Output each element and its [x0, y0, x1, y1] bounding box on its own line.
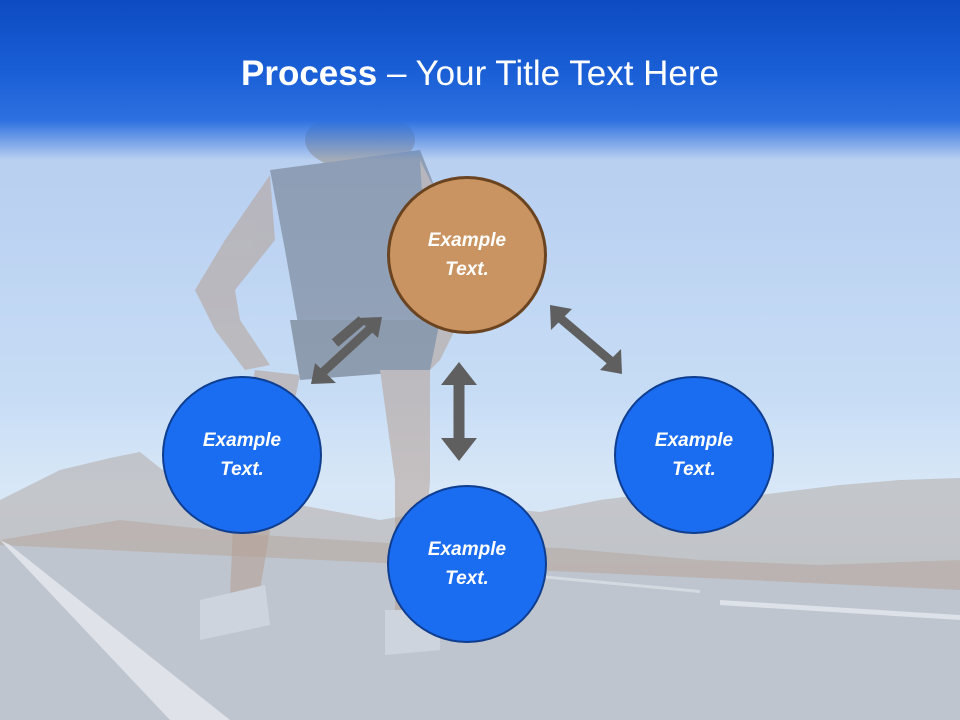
title-bar — [0, 0, 960, 160]
node-top[interactable]: Example Text. — [387, 176, 547, 334]
node-right[interactable]: Example Text. — [614, 376, 774, 534]
node-left-label: Example Text. — [202, 430, 282, 480]
node-bottom-label: Example Text. — [427, 539, 507, 589]
node-top-label: Example Text. — [427, 230, 507, 280]
title-bold: Process — [241, 54, 378, 93]
node-bottom[interactable]: Example Text. — [387, 485, 547, 643]
node-left[interactable]: Example Text. — [162, 376, 322, 534]
node-right-label: Example Text. — [654, 430, 734, 480]
title-rest: – Your Title Text Here — [377, 54, 719, 93]
slide-title: Process – Your Title Text Here — [0, 52, 960, 96]
